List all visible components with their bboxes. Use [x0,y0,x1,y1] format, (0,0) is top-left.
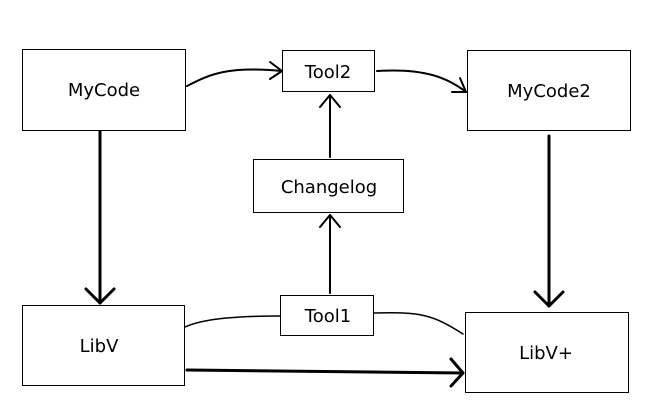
node-tool1: Tool1 [280,295,374,336]
arrowhead-libvplus-top [533,290,565,308]
arrowhead-libvplus-left [449,357,465,388]
edge-libv-libvplus [185,368,465,375]
node-tool2-label: Tool2 [304,62,351,83]
node-tool2: Tool2 [282,50,375,92]
node-mycode2-label: MyCode2 [507,81,591,102]
node-mycode-label: MyCode [68,80,140,101]
node-tool1-box [280,295,374,336]
edge-tool1-libvplus [373,312,464,335]
node-mycode-box [22,49,186,131]
node-libv-label: LibV [80,336,119,357]
node-tool2-box [282,50,375,92]
node-libv: LibV [22,305,185,386]
node-mycode2-box [467,50,631,131]
node-libvplus: LibV+ [465,312,629,393]
arrowhead-changelog [319,214,341,228]
edge-libv-tool1 [184,315,281,328]
edges [84,61,565,388]
edge-tool2-mycode2 [376,69,467,93]
edge-mycode-tool2 [186,68,283,87]
node-tool1-label: Tool1 [304,306,351,327]
node-mycode2: MyCode2 [467,50,631,131]
arrowhead-mycode2 [451,77,467,93]
arrowhead-libv [84,287,116,305]
arrowhead-tool2-bottom [319,94,341,108]
node-changelog-box [253,159,404,213]
node-changelog: Changelog [253,159,404,213]
node-libv-box [22,305,185,386]
node-libvplus-box [465,312,629,393]
node-changelog-label: Changelog [281,177,377,198]
node-mycode: MyCode [22,49,186,131]
node-libvplus-label: LibV+ [519,343,573,364]
